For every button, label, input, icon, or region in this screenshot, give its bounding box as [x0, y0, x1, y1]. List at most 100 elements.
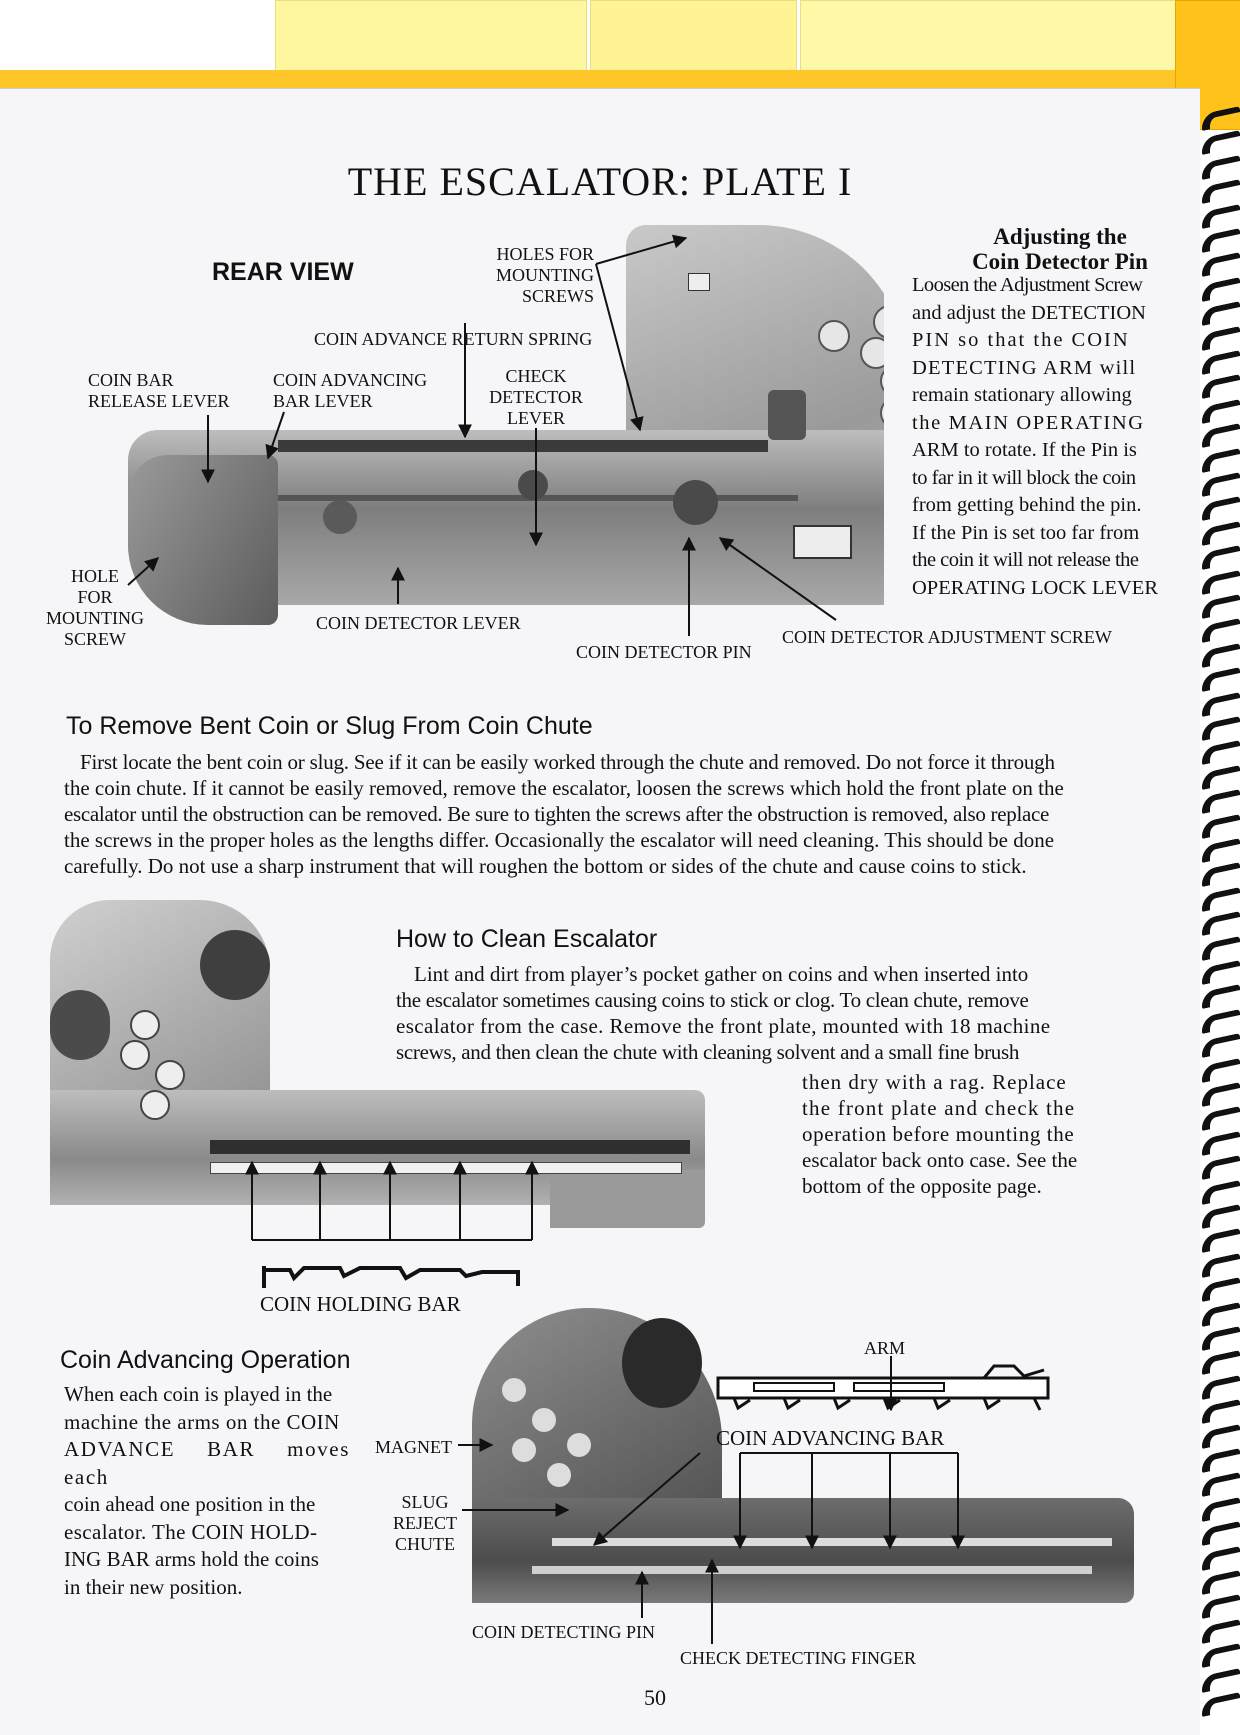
binding-coil: [1202, 1301, 1240, 1327]
coin-advancing-bar-outline: [716, 1376, 1050, 1400]
label-coin-advancing-bar-lever: COIN ADVANCING BAR LEVER: [273, 370, 427, 412]
label-line: COIN BAR: [88, 370, 174, 390]
page-title: THE ESCALATOR: PLATE I: [347, 159, 853, 204]
label-line: BAR LEVER: [273, 391, 373, 411]
binding-coil: [1202, 667, 1240, 693]
side-note-heading-line: Adjusting the: [993, 224, 1127, 249]
binding-coil: [1202, 642, 1240, 668]
label-line: SCREW: [63, 629, 126, 649]
binding-coil: [1202, 1252, 1240, 1278]
section-heading-coin-advancing: Coin Advancing Operation: [60, 1346, 351, 1374]
paragraph-line: When each coin is played in the: [64, 1382, 333, 1406]
binding-coil: [1202, 1106, 1240, 1132]
binding-coil: [1202, 325, 1240, 351]
binding-coil: [1202, 740, 1240, 766]
label-line: FOR: [77, 587, 113, 607]
binder-edge: [0, 70, 1240, 88]
binding-coil: [1202, 1179, 1240, 1205]
side-note-line: PIN so that the COIN: [912, 329, 1130, 351]
section-body-clean-escalator-cont: then dry with a rag. Replace the front p…: [802, 1069, 1099, 1199]
label-line: SLUG: [401, 1492, 449, 1512]
paragraph-line: screws, and then clean the chute with cl…: [396, 1040, 1020, 1064]
binding-coil: [1202, 1350, 1240, 1376]
side-note-line: If the Pin is set too far from: [912, 521, 1140, 544]
binding-coil: [1202, 154, 1240, 180]
label-slug-reject-chute: SLUG REJECT CHUTE: [388, 1492, 462, 1555]
rear-view-label: REAR VIEW: [212, 258, 354, 286]
label-line: COIN ADVANCING: [273, 370, 428, 390]
section-body-clean-escalator: Lint and dirt from player’s pocket gathe…: [396, 961, 1100, 1065]
section-heading-bent-coin: To Remove Bent Coin or Slug From Coin Ch…: [66, 712, 593, 740]
paragraph-line: the screws in the proper holes as the le…: [64, 828, 1055, 852]
binding-coil: [1202, 984, 1240, 1010]
side-note-line: to far in it will block the coin: [912, 466, 1136, 489]
label-line: DETECTOR: [489, 387, 583, 407]
side-note-body: Loosen the Adjustment Screw and adjust t…: [912, 272, 1170, 602]
binding-coil: [1202, 1545, 1240, 1571]
binding-coil: [1202, 276, 1240, 302]
binding-coil: [1202, 1081, 1240, 1108]
binding-coil: [1202, 1277, 1240, 1303]
paragraph-line: escalator. The COIN HOLD-: [64, 1519, 318, 1544]
escalator-advancing-photo: [472, 1308, 1134, 1610]
paragraph-line: Lint and dirt from player’s pocket gathe…: [414, 962, 1029, 986]
page-number: 50: [644, 1685, 666, 1710]
binding-coil: [1202, 496, 1240, 522]
label-line: LEVER: [507, 408, 565, 428]
binding-coil: [1202, 1203, 1240, 1230]
label-line: REJECT: [392, 1513, 457, 1533]
binding-coil: [1202, 1618, 1240, 1644]
paragraph-line: the coin chute. If it cannot be easily r…: [64, 776, 1064, 800]
label-coin-detector-lever: COIN DETECTOR LEVER: [316, 613, 521, 633]
binding-coil: [1202, 1496, 1240, 1522]
binding-coil: [1202, 691, 1240, 717]
paragraph-line: operation before mounting the: [802, 1122, 1075, 1146]
paragraph-line: the escalator sometimes causing coins to…: [396, 988, 1029, 1012]
side-note-line: OPERATING LOCK LEVER: [912, 576, 1158, 599]
paragraph-line: First locate the bent coin or slug. See …: [80, 750, 1055, 774]
paragraph-line: machine the arms on the COIN: [64, 1409, 340, 1434]
side-note-line: DETECTING ARM will: [912, 356, 1137, 379]
side-note-line: remain stationary allowing: [912, 384, 1132, 406]
binding-coil: [1202, 1130, 1240, 1156]
coin-advancing-bar-drawing: [716, 1364, 1050, 1411]
side-note-line: the coin it will not release the: [912, 549, 1139, 571]
paragraph-line: then dry with a rag. Replace: [802, 1070, 1067, 1094]
paragraph-line: carefully. Do not use a sharp instrument…: [64, 854, 1027, 878]
binding-coil: [1202, 374, 1240, 400]
label-coin-holding-bar: COIN HOLDING BAR: [260, 1292, 461, 1316]
binding-coil: [1202, 1594, 1240, 1620]
binding-coil: [1202, 1447, 1240, 1474]
binding-coil: [1202, 886, 1240, 912]
binding-coil: [1202, 1472, 1240, 1498]
paragraph-line: in their new position.: [64, 1574, 243, 1599]
label-coin-detector-adjustment-screw: COIN DETECTOR ADJUSTMENT SCREW: [782, 627, 1112, 647]
label-coin-advance-return-spring: COIN ADVANCE RETURN SPRING: [314, 329, 593, 349]
binding-coil: [1202, 789, 1240, 815]
coin-holding-bar-drawing: [262, 1266, 520, 1288]
binding-coil: [1202, 959, 1240, 986]
section-heading-clean-escalator: How to Clean Escalator: [396, 925, 658, 953]
label-coin-bar-release-lever: COIN BAR RELEASE LEVER: [88, 370, 230, 412]
label-check-detector-lever: CHECK DETECTOR LEVER: [484, 366, 588, 429]
binding-coil: [1202, 1569, 1240, 1596]
side-note-line: Loosen the Adjustment Screw: [912, 274, 1143, 296]
binding-coil: [1202, 301, 1240, 327]
label-line: HOLES FOR: [496, 244, 594, 264]
binding-coil: [1202, 593, 1240, 620]
binding-coil: [1202, 1399, 1240, 1425]
binding-coil: [1202, 1033, 1240, 1059]
binding-coil: [1202, 1423, 1240, 1449]
label-magnet: MAGNET: [375, 1437, 452, 1457]
coin-advancing-bar-end: [982, 1364, 1045, 1379]
binding-coil: [1202, 1155, 1240, 1181]
paragraph-line: escalator from the case. Remove the fron…: [396, 1014, 1051, 1038]
binding-coil: [1202, 545, 1240, 571]
coin-holding-bar-outline: [262, 1266, 520, 1288]
slot: [753, 1382, 835, 1392]
paragraph-line: ING BAR arms hold the coins: [64, 1547, 319, 1571]
label-line: CHECK: [505, 366, 567, 386]
side-note-line: from getting behind the pin.: [912, 494, 1142, 516]
side-note-heading: Adjusting the Coin Detector Pin: [910, 224, 1210, 274]
paragraph-line: the front plate and check the: [802, 1096, 1076, 1120]
